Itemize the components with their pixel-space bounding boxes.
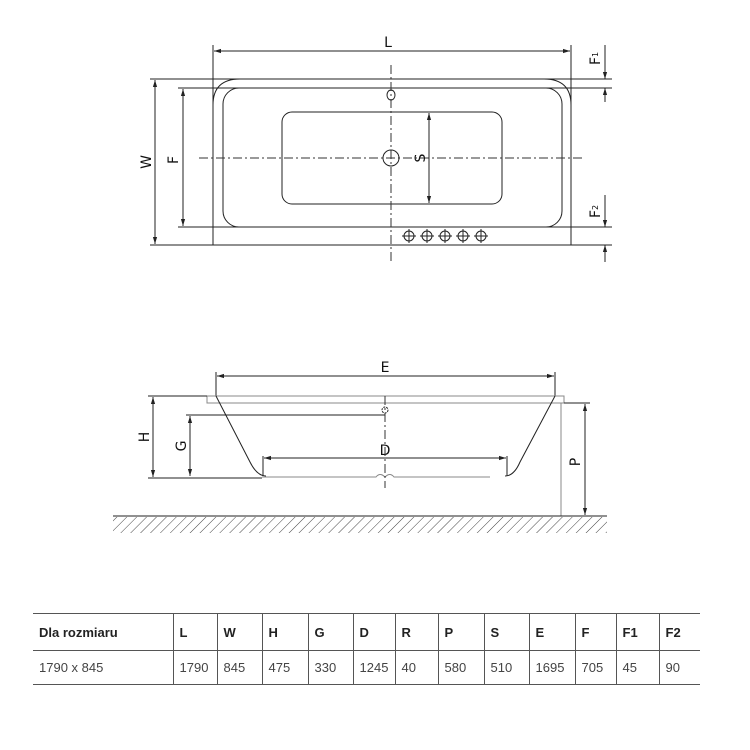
header-cell: H: [261, 613, 308, 651]
cell: 705: [574, 650, 616, 685]
cell: 90: [658, 650, 700, 685]
header-cell: D: [352, 613, 395, 651]
tap-holes: [402, 229, 488, 243]
header-cell: L: [172, 613, 217, 651]
header-cell: F1: [615, 613, 659, 651]
header-cell: Dla rozmiaru: [33, 613, 173, 651]
header-cell: W: [216, 613, 262, 651]
overflow-icon: [381, 406, 389, 414]
cell: 510: [483, 650, 529, 685]
header-cell: F: [574, 613, 616, 651]
label-F1: F1: [588, 52, 604, 65]
header-cell: E: [528, 613, 575, 651]
cell: 330: [307, 650, 353, 685]
tub-base: [262, 474, 490, 478]
top-view: L S W F F1 F2: [139, 35, 612, 262]
drain-icon: [382, 149, 400, 167]
label-G: G: [174, 441, 190, 452]
dimensions-table: Dla rozmiaru L W H G D R P S E F F1 F2 1…: [33, 613, 700, 685]
label-F: F: [166, 156, 182, 164]
cell: 1695: [528, 650, 575, 685]
cell: 40: [394, 650, 438, 685]
cell: 845: [216, 650, 262, 685]
label-P: P: [568, 458, 584, 466]
cell: 580: [437, 650, 484, 685]
header-cell: G: [307, 613, 353, 651]
label-H: H: [137, 432, 153, 443]
cell: 1790: [172, 650, 217, 685]
label-W: W: [139, 155, 155, 169]
table-row: 1790 x 845 1790 845 475 330 1245 40 580 …: [33, 650, 700, 685]
header-cell: R: [394, 613, 438, 651]
label-E: E: [381, 360, 390, 376]
table-header-row: Dla rozmiaru L W H G D R P S E F F1 F2: [33, 613, 700, 651]
tub-left-wall: [215, 395, 267, 477]
header-cell: S: [483, 613, 529, 651]
header-cell: P: [437, 613, 484, 651]
label-L: L: [384, 35, 392, 51]
floor-hatching: [113, 517, 607, 533]
header-cell: F2: [658, 613, 700, 651]
cell: 45: [615, 650, 659, 685]
cell: 1245: [352, 650, 395, 685]
overflow-icon: [386, 89, 396, 101]
label-F2: F2: [588, 205, 604, 218]
cell: 475: [261, 650, 308, 685]
tub-right-wall: [504, 395, 556, 477]
tub-rim-outline: [212, 78, 572, 106]
cell: 1790 x 845: [33, 650, 173, 685]
label-S: S: [413, 153, 429, 162]
side-view: E H G D P: [113, 360, 607, 533]
